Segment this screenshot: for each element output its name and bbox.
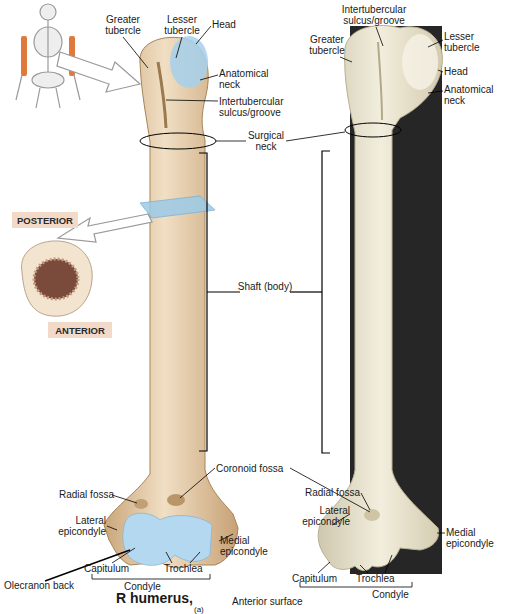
part-label: Coronoid fossa <box>216 463 296 474</box>
figure-caption: R humerus, <box>116 591 216 606</box>
part-label: Trochlea <box>164 563 214 574</box>
part-label: Lateral epicondyle <box>58 515 106 537</box>
part-label: (a) <box>194 605 214 614</box>
fossa-mark <box>364 509 380 521</box>
neck-ring <box>345 123 401 137</box>
part-label: Radial fossa <box>50 489 114 500</box>
part-label: Medial epicondyle <box>220 535 272 557</box>
part-label: Anatomical neck <box>219 68 279 90</box>
part-label: Greater tubercle <box>300 34 354 56</box>
marrow-cavity <box>34 259 78 299</box>
part-label: Surgical neck <box>240 130 292 152</box>
head-highlight <box>170 36 208 88</box>
orientation-tag: POSTERIOR <box>12 212 78 228</box>
part-label: Head <box>212 19 246 30</box>
cross-section <box>22 241 93 316</box>
part-label: Lesser tubercle <box>156 14 208 36</box>
part-label: Condyle <box>372 589 422 600</box>
part-label: Radial fossa <box>292 487 360 498</box>
part-label: Capitulum <box>84 563 140 574</box>
part-label: Trochlea <box>356 573 406 584</box>
neck-ring <box>140 133 216 149</box>
shaft-bracket <box>199 151 330 453</box>
groove-mark <box>378 42 382 120</box>
part-label: Anterior surface <box>232 596 328 607</box>
leader-line <box>45 26 445 587</box>
part-label: Head <box>444 66 478 77</box>
part-label: Lateral epicondyle <box>298 505 350 527</box>
orientation-tag: ANTERIOR <box>48 322 112 338</box>
fossa-mark <box>134 499 148 509</box>
orientation-text: ANTERIOR <box>55 325 105 336</box>
head-shading <box>402 34 438 90</box>
part-label: Shaft (body) <box>236 281 294 292</box>
humerus-bone <box>104 37 238 567</box>
groove-mark <box>158 62 166 128</box>
part-label: Olecranon back <box>4 580 96 591</box>
humerus-highlight <box>21 36 27 76</box>
part-label: Capitulum <box>292 573 348 584</box>
part-label: Intertubercular sulcus/groove <box>219 96 299 118</box>
part-label: Anatomical neck <box>444 84 504 106</box>
part-label: Medial epicondyle <box>446 527 506 549</box>
part-label: Greater tubercle <box>96 14 150 36</box>
condyle-highlight <box>123 513 212 565</box>
part-label: Intertubercular sulcus/groove <box>326 4 422 26</box>
orientation-text: POSTERIOR <box>17 215 73 226</box>
part-label: Lesser tubercle <box>444 31 500 53</box>
section-plane <box>140 196 215 218</box>
pointer-arrow <box>57 52 140 92</box>
